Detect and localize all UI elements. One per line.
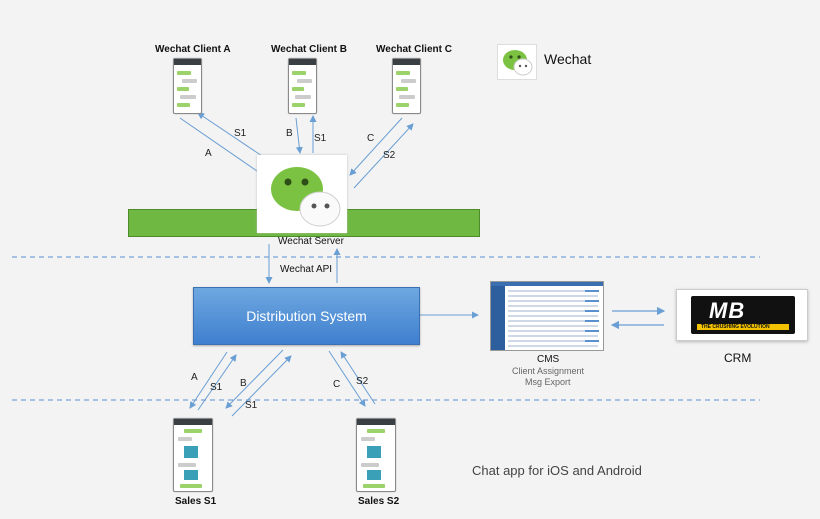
wechat-legend-logo [497, 44, 537, 80]
distribution-system-box: Distribution System [193, 287, 420, 345]
cms-screenshot [490, 281, 604, 351]
arrow-label-s1-b-top: S1 [314, 133, 327, 144]
arrow-label-s1-b-bottom: S1 [245, 400, 258, 411]
cms-client-assignment: Client Assignment [512, 366, 585, 376]
crm-logo: MB THE CRUSHING EVOLUTION [691, 296, 795, 334]
arrow-server-to-c [353, 123, 414, 189]
client-c-label: Wechat Client C [376, 44, 452, 55]
client-b-phone [288, 58, 317, 114]
cms-title: CMS [537, 354, 560, 365]
client-c-phone [392, 58, 421, 114]
arrow-dist-to-s1-b [225, 349, 284, 409]
wechat-api-label: Wechat API [280, 264, 333, 275]
crm-logo-mark: MB [709, 298, 746, 323]
sales-s1-label: Sales S1 [175, 496, 217, 507]
arrow-label-a-top: A [205, 148, 212, 159]
arrow-a-to-server [179, 117, 271, 181]
crm-logo-stripe [697, 324, 789, 330]
arrow-dist-to-s2-c [328, 350, 366, 407]
distribution-system-label: Distribution System [246, 308, 367, 324]
arrow-s1-to-dist-a [197, 354, 237, 411]
arrow-label-b-bottom: B [240, 378, 247, 389]
arrow-label-c-bottom: C [333, 379, 341, 390]
wechat-icon [271, 167, 341, 227]
arrow-label-c-top: C [367, 133, 375, 144]
arrow-c-to-server [349, 117, 403, 176]
arrow-label-s2-bottom: S2 [356, 376, 369, 387]
chat-app-caption: Chat app for iOS and Android [472, 463, 642, 478]
wechat-legend-label: Wechat [544, 51, 592, 67]
arrow-dist-to-s1-a [189, 351, 228, 409]
client-b-label: Wechat Client B [271, 44, 347, 55]
crm-logo-tagline: THE CRUSHING EVOLUTION [701, 324, 770, 330]
arrow-label-s1-a-bottom: S1 [210, 382, 223, 393]
arrow-label-s1-a-top: S1 [234, 128, 247, 139]
client-a-label: Wechat Client A [155, 44, 231, 55]
arrow-s2-to-dist-c [340, 351, 376, 405]
arrow-label-b-top: B [286, 128, 293, 139]
sales-s1-phone [173, 418, 213, 492]
cms-msg-export: Msg Export [525, 377, 571, 387]
wechat-icon [503, 50, 533, 76]
sales-s2-phone [356, 418, 396, 492]
sales-s2-label: Sales S2 [358, 496, 400, 507]
wechat-server-logo [257, 155, 347, 233]
arrow-label-s2-top: S2 [383, 150, 396, 161]
crm-label: CRM [724, 351, 752, 365]
arrow-label-a-bottom: A [191, 372, 198, 383]
arrow-s1-to-dist-b [231, 355, 292, 417]
crm-logo-box: MB THE CRUSHING EVOLUTION [676, 289, 808, 341]
client-a-phone [173, 58, 202, 114]
arrow-b-to-server [295, 117, 303, 154]
wechat-server-label: Wechat Server [278, 236, 344, 247]
